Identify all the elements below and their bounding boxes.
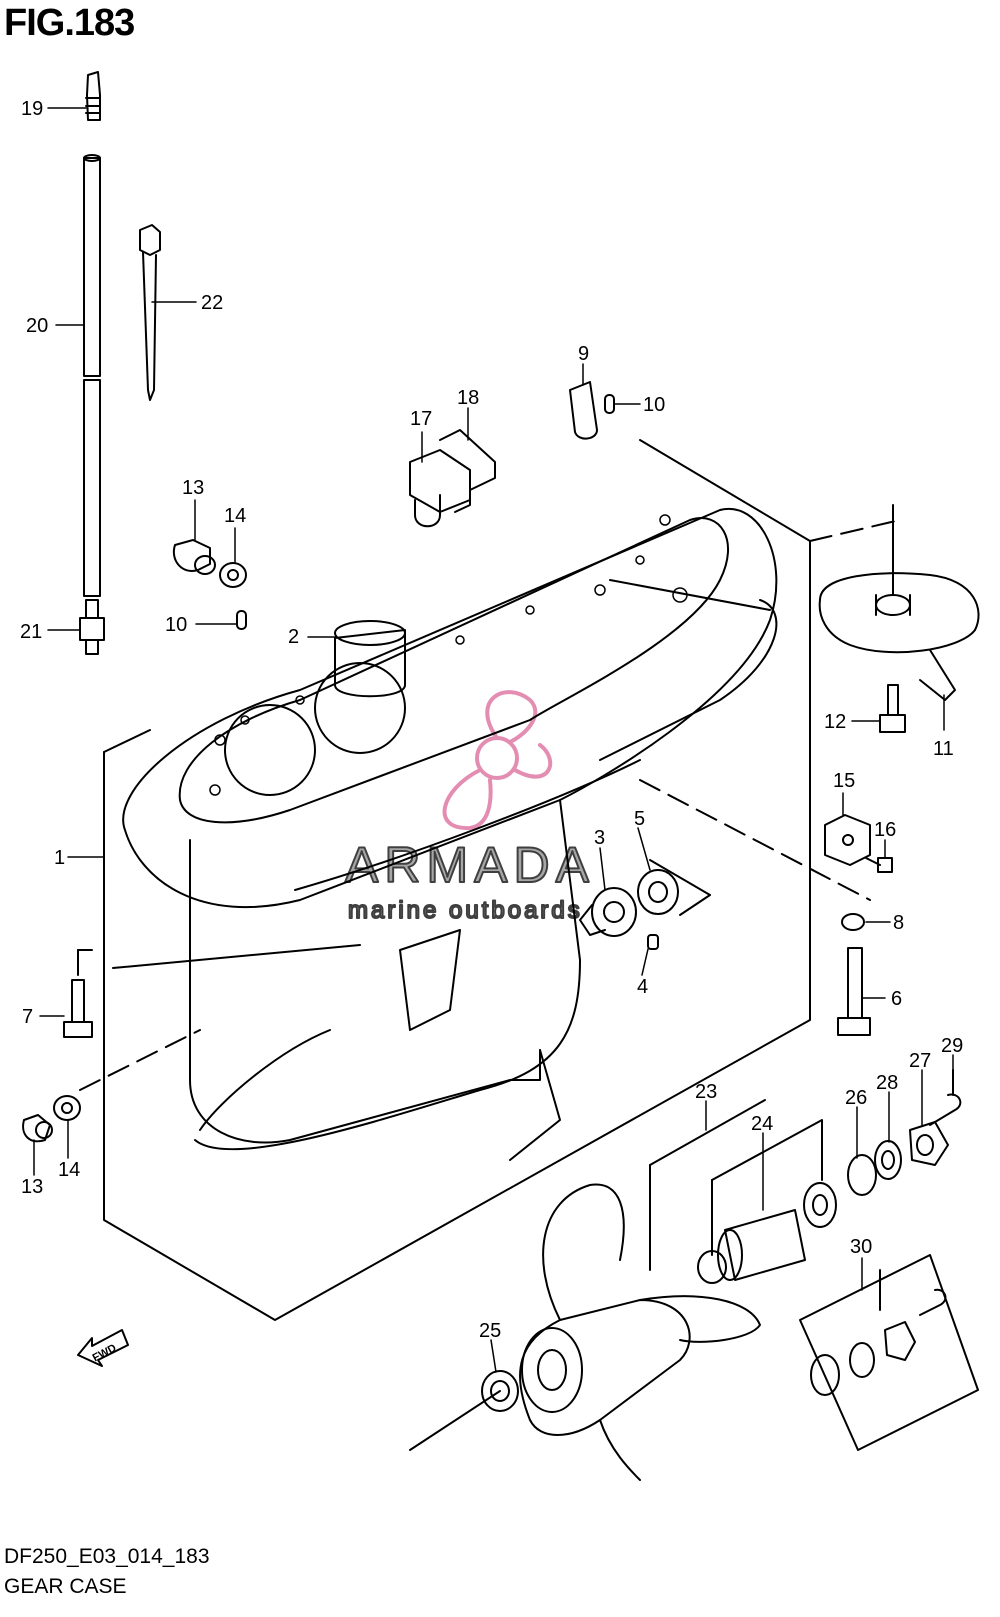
callout-10-left: 10 xyxy=(165,614,187,636)
callout-18: 18 xyxy=(457,387,479,409)
callout-16: 16 xyxy=(874,819,896,841)
callout-20: 20 xyxy=(26,315,48,337)
callout-27: 27 xyxy=(909,1050,931,1072)
grommet-part xyxy=(85,71,101,121)
water-tube-part xyxy=(83,154,101,597)
callout-14-top: 14 xyxy=(224,505,246,527)
washer-part-8 xyxy=(841,913,865,931)
gasket-part-14-top xyxy=(219,562,247,588)
pin-part-10-top xyxy=(604,394,615,414)
cotter-pin-part-29 xyxy=(929,1069,962,1126)
callouts: 19 20 21 22 13 14 10 2 1 17 18 9 10 11 1… xyxy=(20,98,963,1342)
screw-part-16 xyxy=(865,857,893,873)
nut-kit-part-30 xyxy=(799,1254,979,1451)
gasket-part-14-bottom xyxy=(53,1095,81,1121)
deck-bolt-holes xyxy=(209,514,688,796)
callout-23: 23 xyxy=(695,1081,717,1103)
nut-part-27 xyxy=(909,1121,949,1166)
callout-17: 17 xyxy=(410,408,432,430)
callout-4: 4 xyxy=(637,976,648,998)
callout-13-top: 13 xyxy=(182,477,204,499)
tube-fitting-part xyxy=(79,599,105,655)
callout-28: 28 xyxy=(876,1072,898,1094)
callout-30: 30 xyxy=(850,1236,872,1258)
callout-6: 6 xyxy=(891,988,902,1010)
callout-25: 25 xyxy=(479,1320,501,1342)
bearing-housing-part-3 xyxy=(579,887,637,937)
callout-19: 19 xyxy=(21,98,43,120)
callout-5: 5 xyxy=(634,808,645,830)
pin-part-10-left xyxy=(236,610,247,630)
callout-8: 8 xyxy=(893,912,904,934)
callout-24: 24 xyxy=(751,1113,773,1135)
washer-part-26 xyxy=(803,1154,877,1228)
oil-seal-part-5 xyxy=(637,859,711,916)
callout-2: 2 xyxy=(288,626,299,648)
pin-part-4 xyxy=(647,934,659,950)
housing-outline xyxy=(79,439,901,1321)
callout-22: 22 xyxy=(201,292,223,314)
callout-11: 11 xyxy=(933,738,954,760)
watermark-tagline: marine outboards xyxy=(348,897,583,924)
washer-part-28 xyxy=(874,1140,902,1180)
propeller-part-23 xyxy=(519,1099,766,1481)
callout-9: 9 xyxy=(578,343,589,365)
gear-case-body xyxy=(122,507,778,1161)
callout-12: 12 xyxy=(824,711,846,733)
callout-14-bottom: 14 xyxy=(58,1159,80,1181)
figure-code: DF250_E03_014_183 xyxy=(4,1545,210,1568)
fwd-arrow-icon: FWD xyxy=(77,1329,129,1367)
cover-part-15 xyxy=(824,814,871,866)
callout-10-top: 10 xyxy=(643,394,665,416)
cable-tie-part xyxy=(139,224,161,401)
callout-1: 1 xyxy=(54,847,65,869)
thrust-washer-part-25 xyxy=(409,1370,519,1451)
watermark-logo-icon xyxy=(442,690,553,831)
callout-29: 29 xyxy=(941,1035,963,1057)
trim-anode-part-11 xyxy=(818,504,980,701)
callout-3: 3 xyxy=(594,827,605,849)
bracket-part-17 xyxy=(409,449,471,528)
bolt-part-6 xyxy=(837,947,871,1036)
bolt-part-12 xyxy=(879,684,906,733)
leader-lines xyxy=(33,107,954,1373)
callout-7: 7 xyxy=(22,1006,33,1028)
watermark-name: ARMADA xyxy=(345,837,595,893)
cap-part-9 xyxy=(569,381,598,440)
figure-title: FIG.183 xyxy=(4,2,135,44)
drain-plug-part-13-top xyxy=(172,539,216,575)
bolt-part-7 xyxy=(63,949,93,1038)
callout-13-bottom: 13 xyxy=(21,1176,43,1198)
bracket-part-18 xyxy=(439,429,496,513)
callout-26: 26 xyxy=(845,1087,867,1109)
drain-plug-part-13-bottom xyxy=(22,1114,53,1143)
callout-15: 15 xyxy=(833,770,855,792)
callout-21: 21 xyxy=(20,621,42,643)
spacer-kit-part-24 xyxy=(697,1119,823,1284)
figure-name: GEAR CASE xyxy=(4,1575,127,1598)
